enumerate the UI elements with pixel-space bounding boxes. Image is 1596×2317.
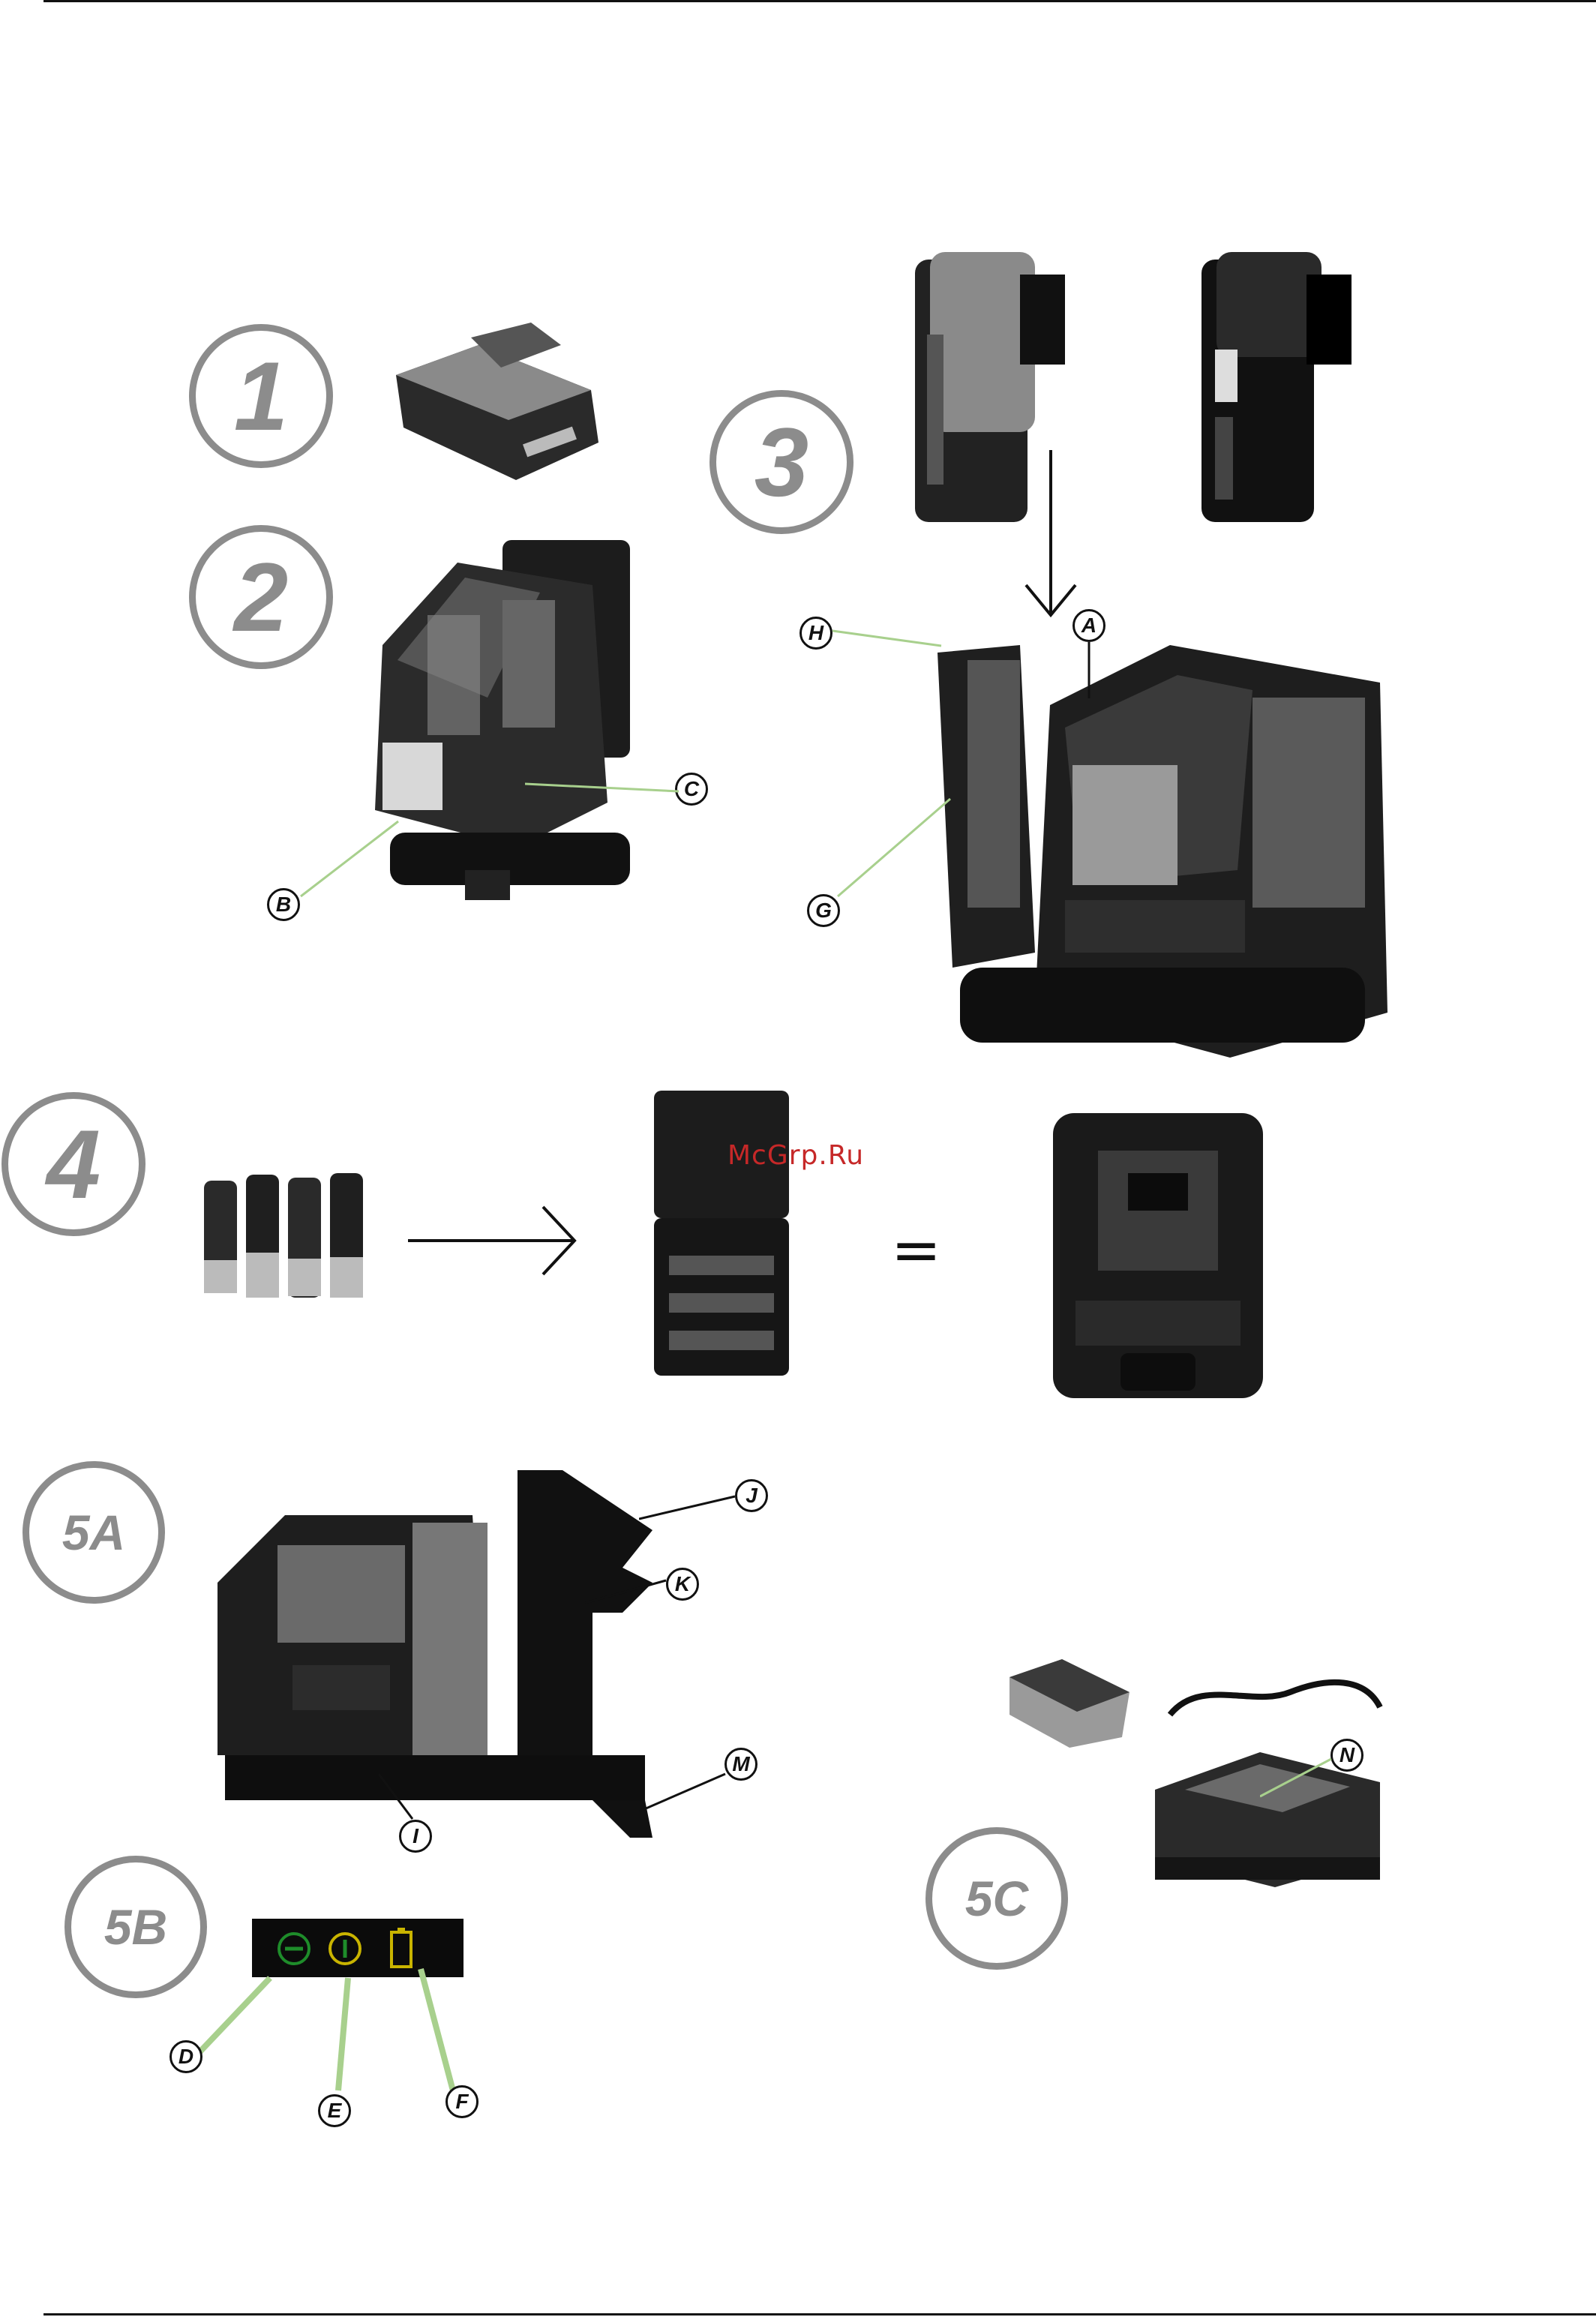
leader-n (1260, 1755, 1335, 1800)
step-2-circle: 2 (189, 525, 333, 669)
callout-a: A (1072, 609, 1106, 642)
step-5c-circle: 5C (926, 1827, 1068, 1970)
leader-k (585, 1577, 668, 1607)
step-3-circle: 3 (710, 390, 854, 534)
callout-e: E (318, 2094, 351, 2127)
equals-sign: = (891, 1215, 941, 1285)
callout-n: N (1330, 1739, 1364, 1772)
leader-d (195, 1974, 278, 2057)
top-rule (44, 0, 1596, 2)
laser-level-open-icon (915, 615, 1402, 1065)
watermark: McGrp.Ru (728, 1140, 864, 1171)
battery-holder-icon (646, 1083, 796, 1383)
callout-h: H (800, 617, 832, 650)
bottom-rule (44, 2313, 1596, 2315)
step-5b-circle: 5B (64, 1856, 207, 1998)
right-arrow (408, 1203, 580, 1278)
callout-f: F (446, 2085, 478, 2118)
leader-b (297, 818, 402, 900)
callout-j: J (735, 1479, 768, 1512)
leader-g (834, 795, 954, 900)
small-battery-icon (1002, 1655, 1137, 1752)
leader-h (832, 627, 945, 650)
callout-m: M (724, 1748, 758, 1781)
step-1-circle: 1 (189, 324, 333, 468)
step-5a-circle: 5A (22, 1461, 165, 1604)
leader-i (375, 1770, 420, 1823)
callout-k: K (666, 1568, 699, 1601)
leader-a (1083, 642, 1098, 702)
leader-c (525, 780, 682, 803)
aa-battery-icon (200, 1170, 372, 1305)
insert-arrow (1024, 450, 1077, 623)
step-4-circle: 4 (2, 1092, 146, 1236)
leader-e (334, 1974, 357, 2094)
leader-j (639, 1493, 736, 1523)
callout-i: I (399, 1820, 432, 1853)
laser-level-bracket-icon (202, 1463, 690, 1853)
leader-m (639, 1770, 729, 1815)
callout-d: D (170, 2040, 202, 2073)
battery-pack-base-icon (1046, 1106, 1270, 1406)
leader-f (417, 1965, 462, 2100)
battery-pack-icon (381, 323, 606, 488)
callout-b: B (267, 888, 300, 921)
battery-black-aa-icon (1194, 245, 1359, 530)
